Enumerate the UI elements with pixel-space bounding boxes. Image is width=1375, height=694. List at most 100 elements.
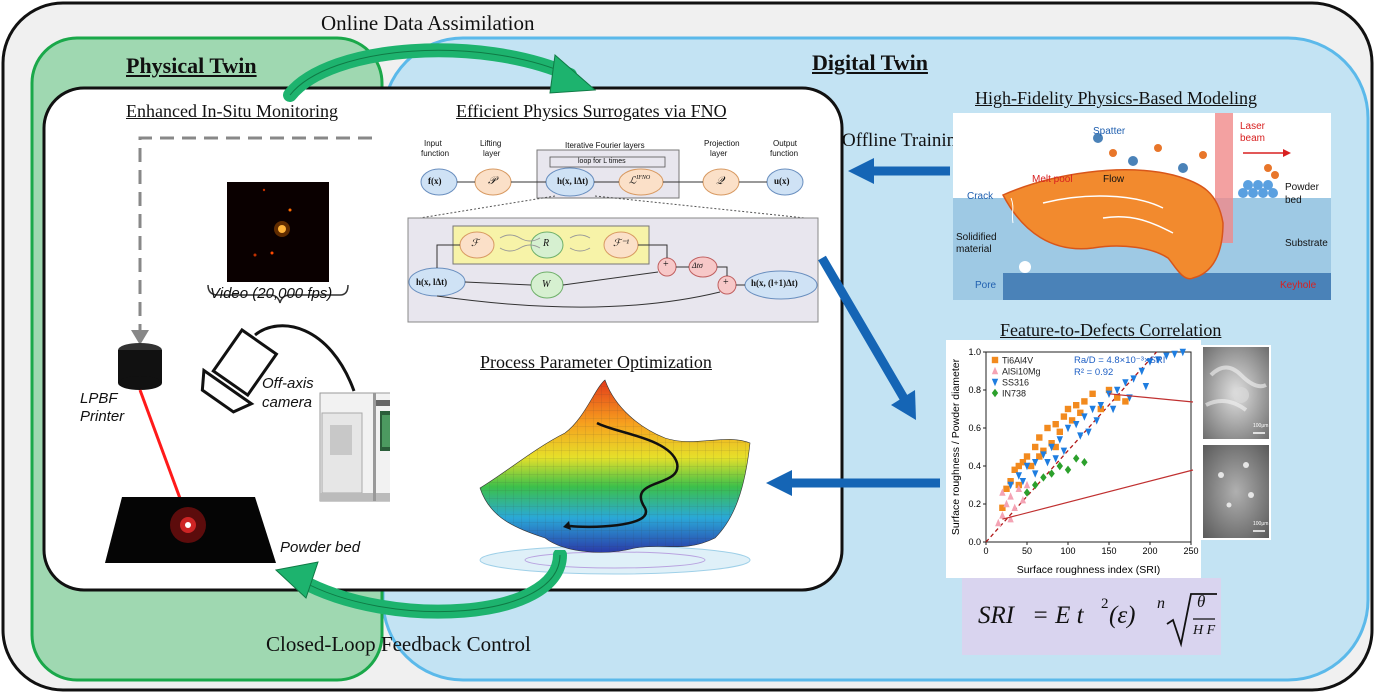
data-point <box>1040 473 1047 482</box>
keyhole-label: Keyhole <box>1280 280 1317 291</box>
fno-output-label2: function <box>770 149 799 158</box>
blue-arrows <box>766 158 950 496</box>
video-fps-label: Video (20,000 fps) <box>210 285 333 302</box>
offline-training-label: Offline Training <box>842 130 966 151</box>
data-point <box>1032 459 1039 467</box>
lpbf-machine <box>319 392 390 502</box>
sem-connector-lower <box>1002 469 1194 520</box>
fno-iterative-label: Iterative Fourier layers <box>565 141 645 150</box>
fno-input-label: Input <box>424 139 442 148</box>
y-tick-label: 0.4 <box>968 461 981 471</box>
sem-images-svg <box>1203 347 1269 538</box>
data-point <box>1155 356 1162 364</box>
melt-pool-shape <box>1001 169 1224 280</box>
fno-to-correlation-arrow <box>818 255 909 403</box>
fno-ifno-symbol: ℒ <box>629 175 637 187</box>
data-point <box>1052 443 1059 451</box>
fno-loop-label: loop for L times <box>578 158 626 165</box>
data-point <box>1097 402 1104 410</box>
melt-pool-illustration <box>953 113 1331 300</box>
hifi-title: High-Fidelity Physics-Based Modeling <box>975 88 1257 108</box>
printer-label-line2: Printer <box>80 408 125 425</box>
powder-bed-label: Powder bed <box>280 539 361 556</box>
camera-label-line1: Off-axis <box>262 375 314 392</box>
optimization-path <box>569 421 679 529</box>
data-point <box>1142 383 1150 391</box>
melt-pool-label: Melt pool <box>1032 174 1073 185</box>
dashed-arrow-head <box>131 330 149 345</box>
data-point <box>1023 480 1031 489</box>
data-point <box>1048 469 1055 478</box>
substrate-label: Substrate <box>1285 238 1328 249</box>
data-point <box>1081 398 1088 405</box>
monitoring-title: Enhanced In-Situ Monitoring <box>126 101 338 121</box>
camera-body <box>200 327 279 414</box>
sri-formula-box: SRI = E t 2 (ε) n θ H F <box>962 578 1221 655</box>
legend-label: AlSi10Mg <box>1002 367 1041 377</box>
legend-label: Ti6Al4V <box>1002 356 1033 366</box>
data-point <box>1081 413 1088 421</box>
fno-output-label: Output <box>773 139 798 148</box>
data-point <box>1122 379 1129 387</box>
y-tick-label: 0.6 <box>968 423 981 433</box>
fno-input-label2: function <box>421 149 450 158</box>
r2-label: R² = 0.92 <box>1074 367 1113 378</box>
x-tick-label: 50 <box>1022 546 1032 556</box>
x-axis-label: Surface roughness index (SRI) <box>1017 564 1161 576</box>
data-point <box>1011 466 1018 473</box>
fno-ifno-sup: IFNO <box>636 175 651 181</box>
data-point <box>1077 432 1084 440</box>
data-point <box>1056 436 1063 444</box>
formula-theta: θ <box>1197 592 1206 611</box>
fno-plus-1: + <box>663 259 669 270</box>
closed-loop-label: Closed-Loop Feedback Control <box>266 632 531 656</box>
fno-ifno-node: ℒIFNO <box>629 175 650 186</box>
formula-square: 2 <box>1101 596 1109 612</box>
data-point <box>1019 478 1027 486</box>
data-point <box>1081 458 1088 467</box>
sem-scale-1: 100μm <box>1253 423 1269 429</box>
data-point <box>1048 440 1055 447</box>
legend-label: IN738 <box>1002 389 1026 399</box>
fno-projection-label: Projection <box>704 139 740 148</box>
formula-rhs: = E t <box>1032 602 1084 629</box>
data-point <box>1027 462 1035 470</box>
data-point <box>1015 472 1022 480</box>
formula-power-n: n <box>1157 595 1165 612</box>
x-tick-label: 250 <box>1183 546 1198 556</box>
data-point <box>1073 402 1080 409</box>
data-point <box>999 504 1006 511</box>
fno-dt-node: Δtσ <box>692 261 703 270</box>
data-point <box>1064 405 1072 413</box>
camera-cable <box>254 324 356 392</box>
data-point <box>1052 455 1059 463</box>
data-point <box>1146 358 1154 366</box>
optimization-surface <box>479 379 751 575</box>
data-point <box>1044 459 1051 467</box>
y-tick-label: 1.0 <box>968 347 981 357</box>
data-point <box>1109 405 1117 414</box>
fno-lifting-label: Lifting <box>480 139 502 148</box>
data-point <box>1068 417 1076 424</box>
sem-scale-2: 100μm <box>1253 521 1269 527</box>
sem-connector-upper <box>1108 393 1194 403</box>
data-point <box>1044 424 1051 432</box>
fno-r-node: R <box>543 238 550 249</box>
legend-marker <box>991 366 999 375</box>
data-point <box>1015 462 1022 470</box>
data-point <box>1007 481 1014 490</box>
data-point <box>1019 459 1027 466</box>
data-point <box>1040 451 1047 459</box>
data-point <box>1122 398 1129 405</box>
fno-architecture <box>407 149 819 323</box>
data-point <box>999 511 1006 519</box>
data-point <box>999 488 1006 496</box>
data-point <box>1114 394 1121 401</box>
fno-title: Efficient Physics Surrogates via FNO <box>456 101 727 121</box>
fno-output-node: u(x) <box>774 176 790 186</box>
crack-label: Crack <box>967 191 994 202</box>
formula-hf: H F <box>1193 623 1216 638</box>
fno-h-out: h(x, (l+1)Δt) <box>751 278 798 288</box>
data-point <box>1040 447 1047 454</box>
